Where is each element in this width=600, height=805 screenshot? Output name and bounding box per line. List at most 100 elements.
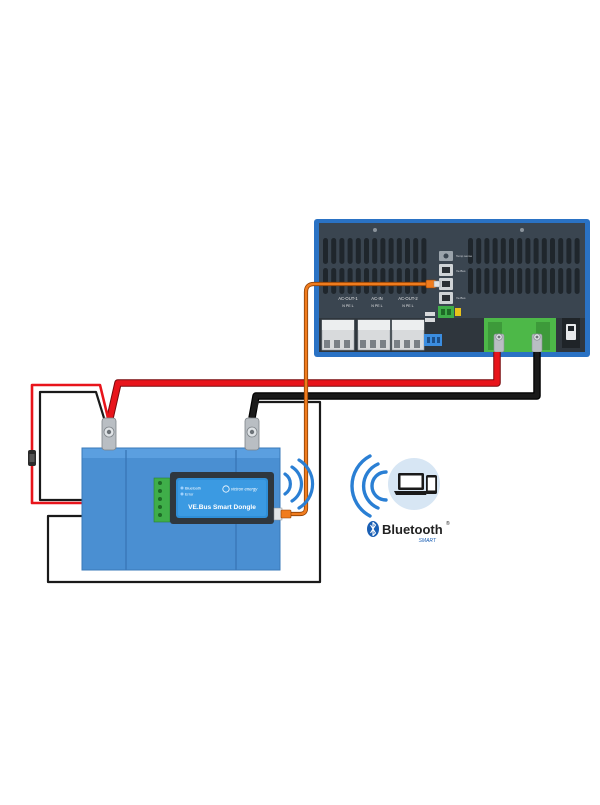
vent-slot (517, 268, 523, 294)
ac-out-2-label: AC-OUT-2 (398, 296, 418, 301)
vent-slot (405, 238, 410, 264)
vent-slot (558, 238, 564, 264)
vent-slot (413, 268, 419, 294)
device-wireless-signal-icon (350, 454, 388, 518)
vent-slot (525, 268, 531, 294)
battery-negative-lug (244, 417, 260, 451)
vent-slot (347, 238, 353, 264)
victron-logo-icon (222, 485, 230, 493)
bluetooth-trademark: ® (446, 520, 450, 527)
ac-in-conductors: N PE L (371, 304, 382, 308)
vent-slot (492, 238, 498, 264)
cables (28, 279, 541, 584)
screw-icon (373, 228, 377, 232)
vebus-port-3-label: Ve.Bus (456, 296, 466, 300)
ac-in-label: AC-IN (371, 296, 382, 301)
vebus-port-1-label: Ve.Bus (456, 269, 466, 273)
vent-slot (388, 238, 394, 264)
vent-slot (533, 268, 539, 294)
vent-slot (574, 268, 580, 294)
inverter-positive-lug (493, 333, 505, 353)
vent-slot (468, 268, 473, 294)
vent-slot (492, 268, 498, 294)
vent-slot (421, 238, 427, 264)
negative-main-cable (249, 352, 540, 419)
battery-positive-lug (101, 417, 117, 451)
ac-in-terminal-block (357, 319, 391, 351)
vent-slot (388, 268, 394, 294)
phone-icon (426, 475, 437, 494)
vent-slot (372, 268, 378, 294)
vent-slot (331, 238, 337, 264)
vent-slot (574, 238, 580, 264)
vent-slot (339, 238, 345, 264)
vent-slot (468, 238, 473, 264)
dongle-positive-wire (30, 383, 160, 505)
communication-ports: Temp sense Ve.Bus Ve.Bus (439, 251, 473, 304)
vent-slot (364, 238, 369, 264)
vent-slot (550, 238, 555, 264)
vent-slot (484, 238, 490, 264)
vent-slot (476, 238, 482, 264)
error-led-label: Error (185, 492, 194, 496)
vent-slot (566, 238, 572, 264)
dongle-brand: victron energy (231, 487, 258, 492)
bluetooth-device-icon (350, 454, 440, 518)
vent-slot (380, 268, 386, 294)
dongle-negative-loop-wire (46, 400, 322, 584)
vent-slot (476, 268, 482, 294)
positive-main-cable (107, 352, 500, 419)
vent-slot (541, 268, 547, 294)
vent-slot (405, 268, 410, 294)
vent-slot (396, 268, 402, 294)
vent-slot (331, 268, 337, 294)
vent-slot (355, 268, 361, 294)
vent-slot (413, 238, 419, 264)
vent-slot (339, 268, 345, 294)
dongle-sense-wire (38, 390, 160, 502)
vent-slot (396, 238, 402, 264)
vent-slot (372, 238, 378, 264)
vent-slot (380, 238, 386, 264)
vent-slot (533, 238, 539, 264)
inverter-vent-grille (323, 238, 580, 294)
vent-slot (421, 268, 427, 294)
vebus-smart-dongle: Bluetooth Error victron energy VE.Bus Sm… (153, 472, 292, 524)
vent-slot (355, 238, 361, 264)
vent-slot (550, 268, 555, 294)
ac-out-2-terminal-block (391, 319, 425, 351)
bluetooth-led-label: Bluetooth (185, 486, 201, 490)
vent-slot (364, 268, 369, 294)
error-led-icon (180, 492, 184, 496)
dongle-terminal-block (153, 477, 171, 523)
bluetooth-led-icon (180, 486, 184, 490)
bluetooth-subtitle: SMART (419, 538, 437, 544)
temp-sense-label: Temp sense (456, 254, 473, 258)
ac-out-1-terminal-block (321, 319, 355, 351)
vent-slot (323, 238, 328, 264)
rj45-plug-dongle (273, 507, 292, 521)
laptop-icon (394, 473, 428, 495)
dongle-name: VE.Bus Smart Dongle (188, 504, 256, 511)
vent-slot (525, 238, 531, 264)
bluetooth-smart-logo: Bluetooth ® SMART (367, 520, 450, 544)
vent-slot (509, 238, 514, 264)
vent-slot (566, 268, 572, 294)
vent-slot (500, 238, 506, 264)
vent-slot (509, 268, 514, 294)
rj45-plug-inverter (425, 279, 441, 289)
vent-slot (517, 238, 523, 264)
ac-out-1-conductors: N PE L (342, 304, 353, 308)
screw-icon (520, 228, 524, 232)
ac-out-2-conductors: N PE L (402, 304, 413, 308)
vent-slot (541, 238, 547, 264)
vent-slot (500, 268, 506, 294)
vent-slot (323, 268, 328, 294)
vent-slot (347, 268, 353, 294)
inverter-unit: AC-OUT-1 N PE L AC-IN N PE L AC-OUT-2 N … (314, 219, 590, 357)
vent-slot (558, 268, 564, 294)
remote-connector (438, 306, 454, 318)
vent-slot (484, 268, 490, 294)
